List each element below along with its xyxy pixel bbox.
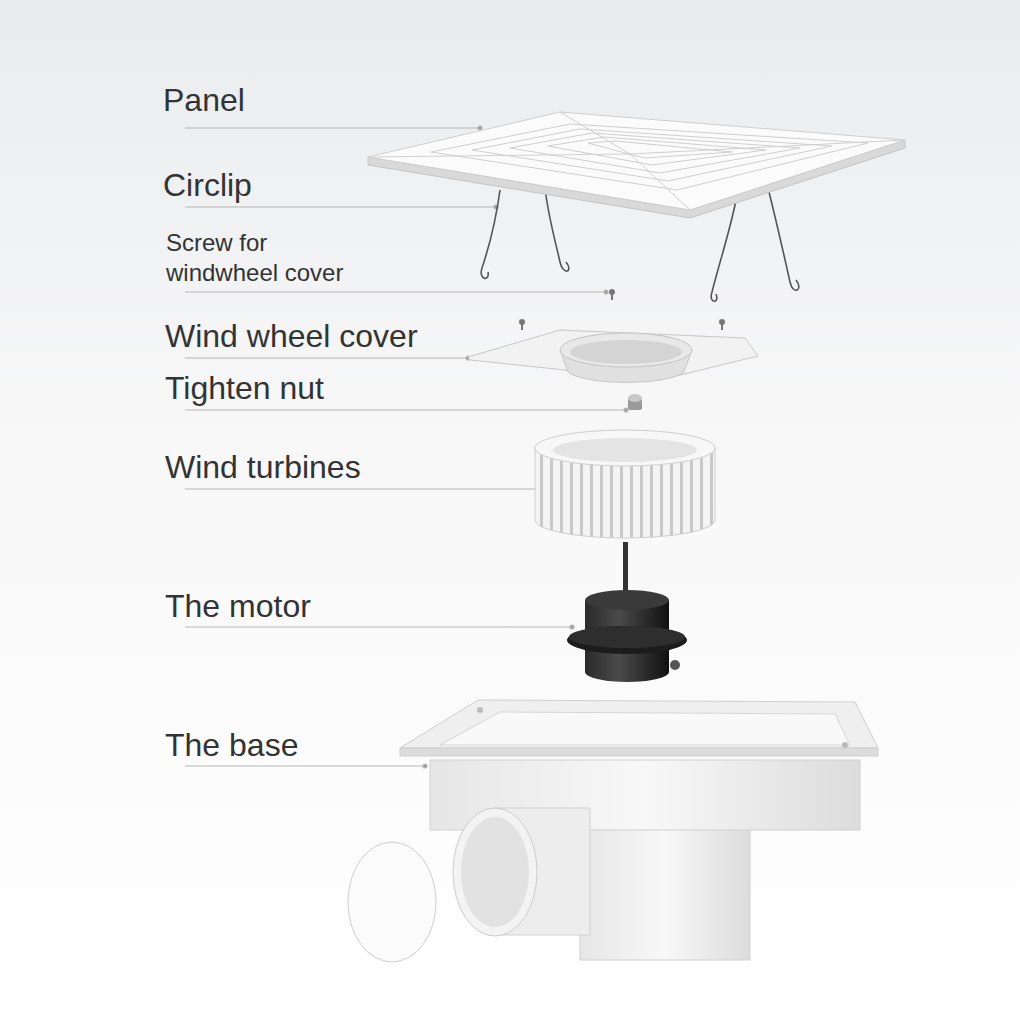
- wind-wheel-cover: [468, 330, 758, 382]
- part-label: Tighten nut: [165, 369, 324, 407]
- motor: [567, 542, 687, 682]
- tighten-nut: [628, 394, 642, 410]
- panel-illustration: [368, 112, 905, 218]
- part-label: Wind wheel cover: [165, 317, 418, 355]
- part-label: The motor: [165, 587, 311, 625]
- part-label: Panel: [163, 81, 245, 119]
- base: [348, 700, 878, 962]
- part-label: The base: [165, 726, 298, 764]
- part-label: Screw for windwheel cover: [166, 228, 381, 288]
- screws: [519, 289, 725, 330]
- wind-turbine: [535, 430, 715, 538]
- part-label: Wind turbines: [165, 448, 361, 486]
- part-label: Circlip: [163, 166, 252, 204]
